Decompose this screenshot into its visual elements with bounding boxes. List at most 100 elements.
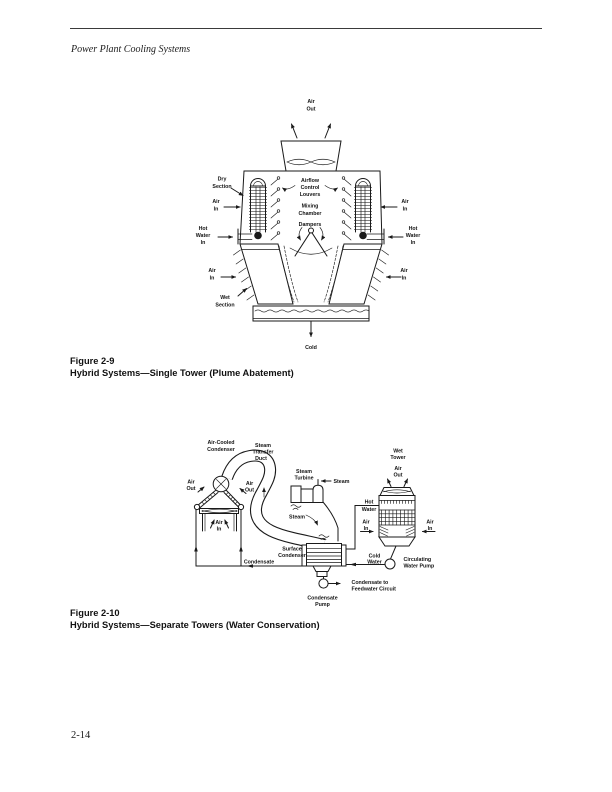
label-turbine-1: Steam <box>296 469 312 475</box>
air-cooled-condenser <box>193 475 247 532</box>
label-air-in-ll-2: In <box>210 276 215 282</box>
label-tower-air-in-l-1: Air <box>362 520 369 526</box>
inlet-louver-ticks-right <box>367 249 389 301</box>
label-tower-air-out-2: Out <box>393 473 402 479</box>
label-air-out-1: Air <box>307 99 314 105</box>
air-out-plume-arrows <box>291 123 331 139</box>
label-turbine-2: Turbine <box>294 476 313 482</box>
figure-2-10-caption: Figure 2-10 Hybrid Systems—Separate Towe… <box>70 608 320 632</box>
louver-slats-right <box>341 176 352 241</box>
label-steam-duct: Steam <box>289 515 305 521</box>
cold-water-basin <box>252 305 370 338</box>
header-rule <box>70 28 542 30</box>
label-acc-air-out-l-2: Out <box>186 486 195 492</box>
label-acc-air-out-l-1: Air <box>187 480 194 486</box>
label-airflow-1: Airflow <box>301 178 320 184</box>
label-air-in-lr-1: Air <box>400 268 407 274</box>
label-acc-air-in-1: Air <box>215 520 222 526</box>
wet-fill-right <box>328 243 383 305</box>
damper-assembly <box>289 227 333 257</box>
figure-2-9-title: Hybrid Systems—Single Tower (Plume Abate… <box>70 367 294 378</box>
label-duct-2: Transfer <box>253 450 274 456</box>
condensate-pump <box>318 576 341 589</box>
label-air-in-lr-2: In <box>402 276 407 282</box>
label-airflow-3: Louvers <box>300 192 321 198</box>
surface-condenser <box>301 543 347 577</box>
label-condensate-pump-1: Condensate <box>307 596 337 602</box>
steam-wisps <box>290 504 330 540</box>
label-acc-air-out-r-2: Out <box>245 488 254 494</box>
label-mixing-1: Mixing <box>302 204 319 210</box>
label-hot-water-r-3: In <box>411 240 416 246</box>
wet-tower <box>360 478 436 547</box>
fan-stack <box>280 140 342 172</box>
label-air-in-tr-1: Air <box>401 199 408 205</box>
header-title: Power Plant Cooling Systems <box>71 44 191 55</box>
label-feedwater-2: Feedwater Circuit <box>352 587 397 593</box>
label-surface-condenser-1: Surface <box>282 547 301 553</box>
label-circ-pump-2: Water Pump <box>404 564 435 570</box>
hot-water-pipe-left <box>217 228 253 245</box>
label-acc-1: Air-Cooled <box>207 440 234 446</box>
label-dry-section-1: Dry <box>218 177 227 183</box>
label-air-out-2: Out <box>306 107 315 113</box>
inlet-louver-ticks-left <box>233 249 255 301</box>
condensate-piping <box>194 509 303 568</box>
hot-water-pipe-right <box>366 228 404 245</box>
figure-2-9-number: Figure 2-9 <box>70 356 115 366</box>
pointer-arrows <box>220 185 402 297</box>
label-wet-section-2: Section <box>215 303 234 309</box>
label-hot-water-1: Hot <box>365 500 374 506</box>
steam-turbine <box>290 479 332 503</box>
label-cold: Cold <box>305 345 317 351</box>
label-feedwater-1: Condensate to <box>352 580 390 586</box>
label-dampers: Dampers <box>299 222 322 228</box>
dry-coil-left <box>249 178 267 240</box>
label-wet-tower-1: Wet <box>393 449 403 455</box>
figure-2-9-caption: Figure 2-9 Hybrid Systems—Single Tower (… <box>70 356 294 380</box>
label-circ-pump-1: Circulating <box>404 557 432 563</box>
figure-2-10-diagram: Air-Cooled Condenser Steam Transfer Duct… <box>186 440 436 608</box>
label-condensate: Condensate <box>244 560 274 566</box>
figure-2-10-title: Hybrid Systems—Separate Towers (Water Co… <box>70 619 320 630</box>
label-mixing-2: Chamber <box>299 211 322 217</box>
label-steam-inlet: Steam <box>334 479 350 485</box>
steam-transfer-duct <box>221 449 339 551</box>
cold-water-line <box>345 545 397 570</box>
label-wet-tower-2: Tower <box>390 455 405 461</box>
label-airflow-2: Control <box>301 185 320 191</box>
label-air-in-tl-1: Air <box>212 199 219 205</box>
label-cold-water-1: Cold <box>369 554 381 560</box>
wet-fill-left <box>239 243 294 305</box>
label-tower-air-in-r-2: In <box>428 526 433 532</box>
label-acc-2: Condenser <box>207 447 235 453</box>
label-hot-water-r-1: Hot <box>409 226 418 232</box>
label-air-in-tl-2: In <box>214 207 219 213</box>
hot-water-line <box>345 505 380 550</box>
label-surface-condenser-2: Condenser <box>278 553 306 559</box>
figure-2-9-diagram: Air Out Dry Section Airflow Control Louv… <box>196 99 421 351</box>
label-tower-air-in-l-2: In <box>364 526 369 532</box>
label-hot-water-l-3: In <box>201 240 206 246</box>
label-cold-water-2: Water <box>367 560 382 566</box>
label-condensate-pump-2: Pump <box>315 602 330 608</box>
label-duct-3: Duct <box>255 456 267 462</box>
spray-curtains <box>278 245 344 303</box>
label-air-in-tr-2: In <box>403 207 408 213</box>
label-wet-section-1: Wet <box>220 295 230 301</box>
label-hot-water-2: Water <box>362 507 377 513</box>
label-hot-water-l-2: Water <box>196 233 211 239</box>
label-hot-water-l-1: Hot <box>199 226 208 232</box>
label-tower-air-in-r-1: Air <box>426 520 433 526</box>
label-duct-1: Steam <box>255 443 271 449</box>
label-tower-air-out-1: Air <box>394 466 401 472</box>
page-number: 2-14 <box>71 730 91 741</box>
label-acc-air-in-2: In <box>217 527 222 533</box>
label-acc-air-out-r-1: Air <box>246 481 253 487</box>
label-dry-section-2: Section <box>212 184 231 190</box>
dry-coil-right <box>354 178 372 240</box>
label-hot-water-r-2: Water <box>406 233 421 239</box>
louver-slats-left <box>270 176 281 241</box>
figure-2-10-number: Figure 2-10 <box>70 608 120 618</box>
